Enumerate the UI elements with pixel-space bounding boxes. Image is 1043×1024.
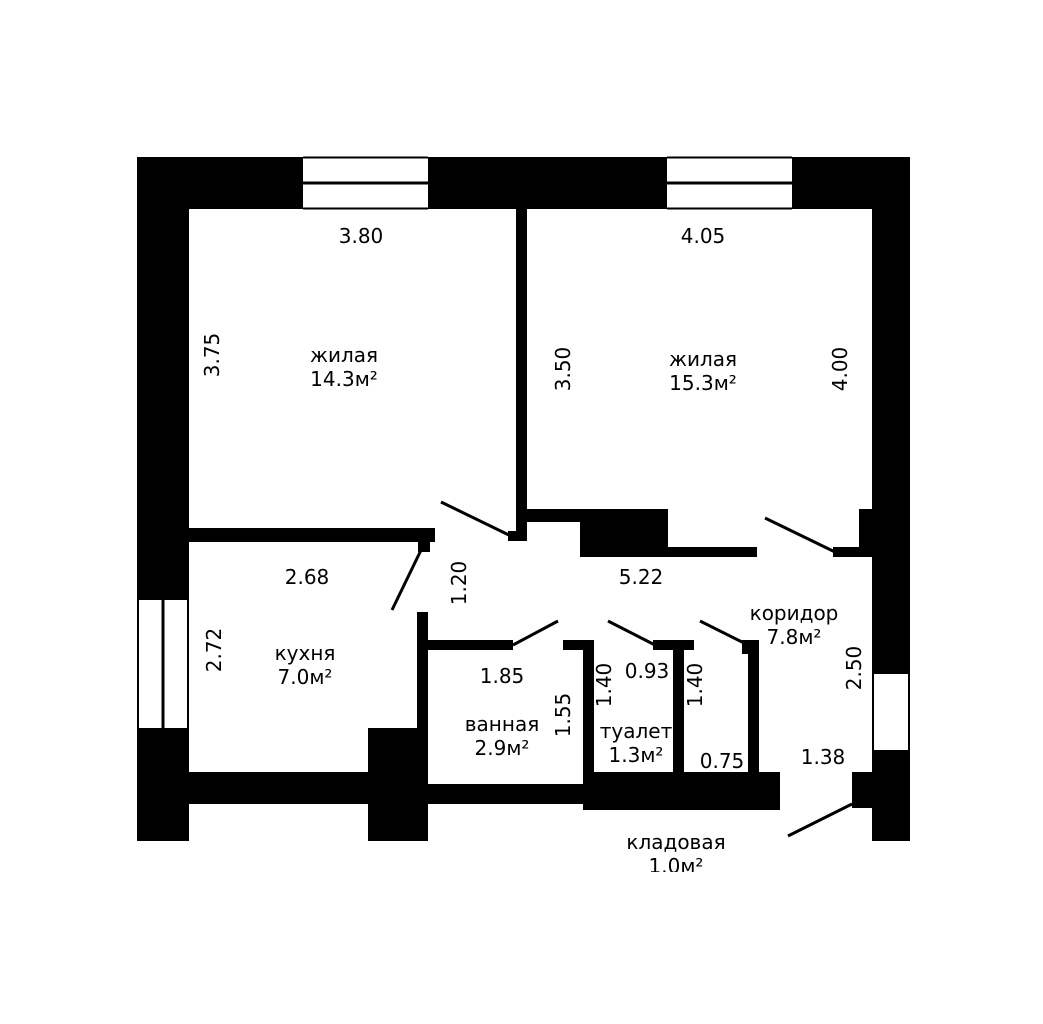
wall-column xyxy=(580,509,668,557)
room-bathroom-area: 2.9м² xyxy=(474,736,530,760)
wall-between-living xyxy=(516,209,527,531)
room-kitchen-name: кухня xyxy=(274,641,336,665)
dim-toilet-left: 1.40 xyxy=(592,662,616,708)
wall-closet-right xyxy=(748,650,759,772)
wall-kitchen-right xyxy=(417,612,428,728)
room-living1-area: 14.3м² xyxy=(310,367,378,391)
dim-passage: 1.20 xyxy=(447,560,471,606)
bottom-wall-bath xyxy=(428,784,583,804)
door-living1 xyxy=(440,500,512,538)
dim-toilet-width: 0.93 xyxy=(624,659,670,683)
door-kitchen xyxy=(390,545,425,611)
wall-living1-kitchen xyxy=(189,528,435,542)
door-post-living1 xyxy=(508,531,527,541)
room-corridor-area: 7.8м² xyxy=(766,625,822,649)
dim-corridor-length: 5.22 xyxy=(618,565,664,589)
doors xyxy=(390,500,853,838)
dim-living1-width: 3.80 xyxy=(338,224,384,248)
door-storage xyxy=(787,802,853,838)
dim-living1-height: 3.75 xyxy=(200,332,224,378)
wall-bath-top-stub xyxy=(563,640,593,650)
room-kitchen-area: 7.0м² xyxy=(277,665,333,689)
door-closet xyxy=(699,619,749,647)
windows xyxy=(137,156,910,752)
room-living1-name: жилая xyxy=(309,343,379,367)
window-corridor xyxy=(872,672,910,752)
storage-wall-right xyxy=(852,772,872,808)
dim-storage-width: 1.38 xyxy=(800,745,846,769)
dim-living2-left: 3.50 xyxy=(551,346,575,392)
room-living2: жилая 15.3м² xyxy=(669,347,737,395)
wall-bath-right xyxy=(583,640,594,784)
room-toilet: туалет 1.3м² xyxy=(600,719,672,767)
room-toilet-area: 1.3м² xyxy=(608,743,664,767)
dim-living2-right: 4.00 xyxy=(828,346,852,392)
room-storage: кладовая 1.0м² xyxy=(626,830,725,872)
room-living2-name: жилая xyxy=(668,347,738,371)
dim-corridor-side: 2.50 xyxy=(842,645,866,691)
room-storage-clip: кладовая 1.0м² xyxy=(600,828,750,872)
room-corridor-name: коридор xyxy=(749,601,839,625)
room-living1: жилая 14.3м² xyxy=(310,343,378,391)
dim-kitchen-height: 2.72 xyxy=(202,627,226,673)
room-kitchen: кухня 7.0м² xyxy=(275,641,336,689)
dim-living2-width: 4.05 xyxy=(680,224,726,248)
wall-bath-top xyxy=(428,640,513,650)
door-toilet xyxy=(607,619,656,647)
outer-wall-top xyxy=(137,157,910,209)
door-living2 xyxy=(764,516,836,554)
room-toilet-name: туалет xyxy=(599,719,673,743)
room-storage-name: кладовая xyxy=(626,830,726,854)
room-living2-area: 15.3м² xyxy=(669,371,737,395)
door-bathroom xyxy=(512,619,559,647)
wall-living2-thin xyxy=(667,547,757,557)
room-bathroom: ванная 2.9м² xyxy=(465,712,539,760)
dim-closet-width: 0.75 xyxy=(699,749,745,773)
bottom-wall-toilet xyxy=(583,772,780,810)
dim-bath-height: 1.55 xyxy=(551,692,575,738)
wall-living2-door-stub xyxy=(833,547,872,557)
room-bathroom-name: ванная xyxy=(464,712,540,736)
bottom-wall-block xyxy=(368,728,428,841)
dim-bath-width: 1.85 xyxy=(479,664,525,688)
wall-toilet-right xyxy=(673,640,684,772)
wall-living2-right-stub xyxy=(859,509,872,557)
room-storage-area: 1.0м² xyxy=(648,854,704,872)
outer-wall-left xyxy=(137,157,189,841)
room-corridor: коридор 7.8м² xyxy=(750,601,839,649)
dim-toilet-right: 1.40 xyxy=(683,662,707,708)
dim-kitchen-width: 2.68 xyxy=(284,565,330,589)
